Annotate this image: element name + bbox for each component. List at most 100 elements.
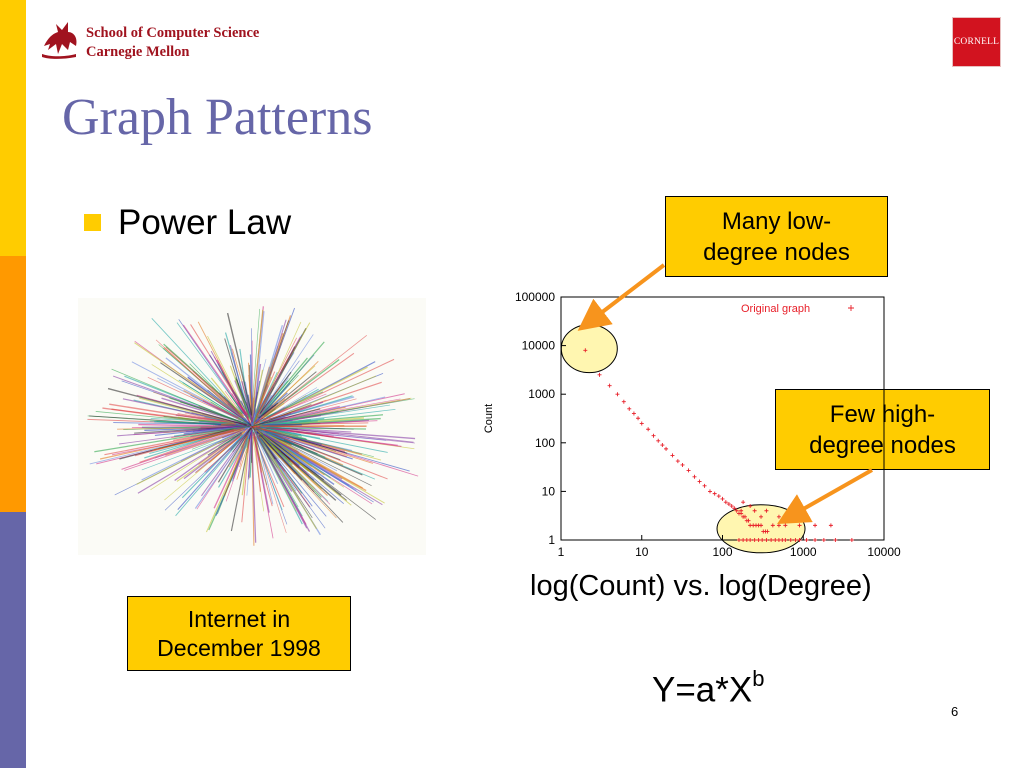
data-point: [631, 411, 636, 416]
network-strand: [205, 426, 252, 474]
plot-caption: log(Count) vs. log(Degree): [530, 570, 872, 602]
data-point: [651, 433, 656, 438]
x-tick-label: 1: [558, 545, 565, 559]
network-strand: [123, 424, 243, 431]
cornell-seal-icon: CORNELL: [952, 17, 1001, 67]
network-strand: [150, 418, 240, 424]
data-point: [849, 538, 854, 542]
data-point: [828, 523, 833, 528]
data-point: [621, 399, 626, 404]
data-point: [788, 538, 793, 542]
network-strand: [261, 428, 363, 455]
network-strand: [253, 432, 262, 492]
data-point: [783, 523, 788, 528]
formula-exponent: b: [752, 666, 765, 691]
network-strand: [111, 368, 235, 421]
data-point: [804, 538, 809, 542]
y-tick-label: 1: [548, 533, 555, 547]
network-strand: [269, 426, 414, 443]
data-point: [776, 538, 781, 542]
network-strand: [253, 430, 279, 485]
data-point: [716, 494, 721, 499]
network-strand: [260, 426, 291, 429]
network-strand: [113, 422, 243, 426]
network-strand: [182, 324, 247, 416]
legend-marker: [848, 305, 854, 311]
slide-title: Graph Patterns: [62, 89, 373, 146]
data-point: [773, 538, 778, 542]
network-strand: [136, 430, 244, 485]
data-point: [720, 496, 725, 501]
internet-caption-box: Internet in December 1998: [127, 596, 351, 671]
data-point: [615, 392, 620, 397]
network-strand: [256, 436, 308, 529]
network-strand: [260, 398, 286, 419]
network-strand: [192, 370, 244, 419]
legend-label: Original graph: [741, 303, 810, 315]
data-point: [734, 508, 739, 513]
x-tick-label: 100: [712, 545, 732, 559]
network-strand: [257, 426, 415, 444]
y-axis-label: Count: [483, 404, 495, 433]
network-strand: [248, 429, 253, 480]
many-callout-line-1: Many low-: [721, 207, 832, 235]
network-strand: [210, 377, 245, 419]
data-point: [760, 538, 765, 542]
power-law-formula: Y=a*Xb: [652, 660, 764, 713]
network-strand: [260, 433, 293, 466]
network-strand: [256, 394, 276, 421]
network-strand: [258, 414, 297, 426]
network-strand: [262, 402, 285, 419]
internet-caption-line-2: December 1998: [157, 634, 321, 661]
data-point: [741, 500, 746, 505]
data-point: [670, 453, 675, 458]
network-strand: [235, 377, 251, 420]
network-strand: [230, 394, 244, 414]
data-point: [776, 523, 781, 528]
data-point: [664, 446, 669, 451]
data-point: [686, 468, 691, 473]
school-name: School of Computer Science Carnegie Mell…: [86, 24, 259, 62]
data-point: [692, 474, 697, 479]
data-point: [712, 491, 717, 496]
network-strand: [252, 425, 347, 458]
network-strand: [124, 429, 245, 471]
network-strand: [259, 436, 281, 459]
data-point: [646, 427, 651, 432]
network-strand: [137, 431, 242, 494]
y-tick-label: 100: [535, 436, 555, 450]
data-point: [764, 538, 769, 542]
data-point: [697, 479, 702, 484]
data-point: [746, 518, 751, 523]
x-tick-label: 10000: [867, 545, 901, 559]
data-point: [639, 421, 644, 426]
data-point: [680, 462, 685, 467]
network-strand: [109, 403, 237, 425]
data-point: [748, 504, 753, 509]
network-strand: [259, 404, 312, 425]
data-point: [752, 538, 757, 542]
network-strand: [257, 433, 318, 530]
network-strand: [265, 396, 386, 425]
network-strand: [259, 388, 319, 422]
network-strand: [255, 358, 395, 425]
network-strand: [134, 342, 241, 417]
data-point: [833, 538, 838, 542]
network-strand: [178, 379, 249, 424]
network-strand: [267, 433, 376, 480]
data-point: [607, 383, 612, 388]
data-point: [636, 416, 641, 421]
data-point: [756, 538, 761, 542]
sidebar-stripe-bottom: [0, 512, 26, 768]
network-strand: [255, 436, 263, 473]
network-strand: [224, 390, 243, 416]
network-strand: [241, 438, 250, 496]
network-strand: [217, 427, 252, 515]
data-point: [759, 514, 764, 519]
network-strand: [262, 433, 335, 485]
network-strand: [253, 434, 274, 539]
internet-caption-line-1: Internet in: [187, 605, 291, 632]
network-strand: [232, 439, 246, 480]
data-point: [732, 506, 737, 511]
network-strand: [256, 437, 274, 505]
